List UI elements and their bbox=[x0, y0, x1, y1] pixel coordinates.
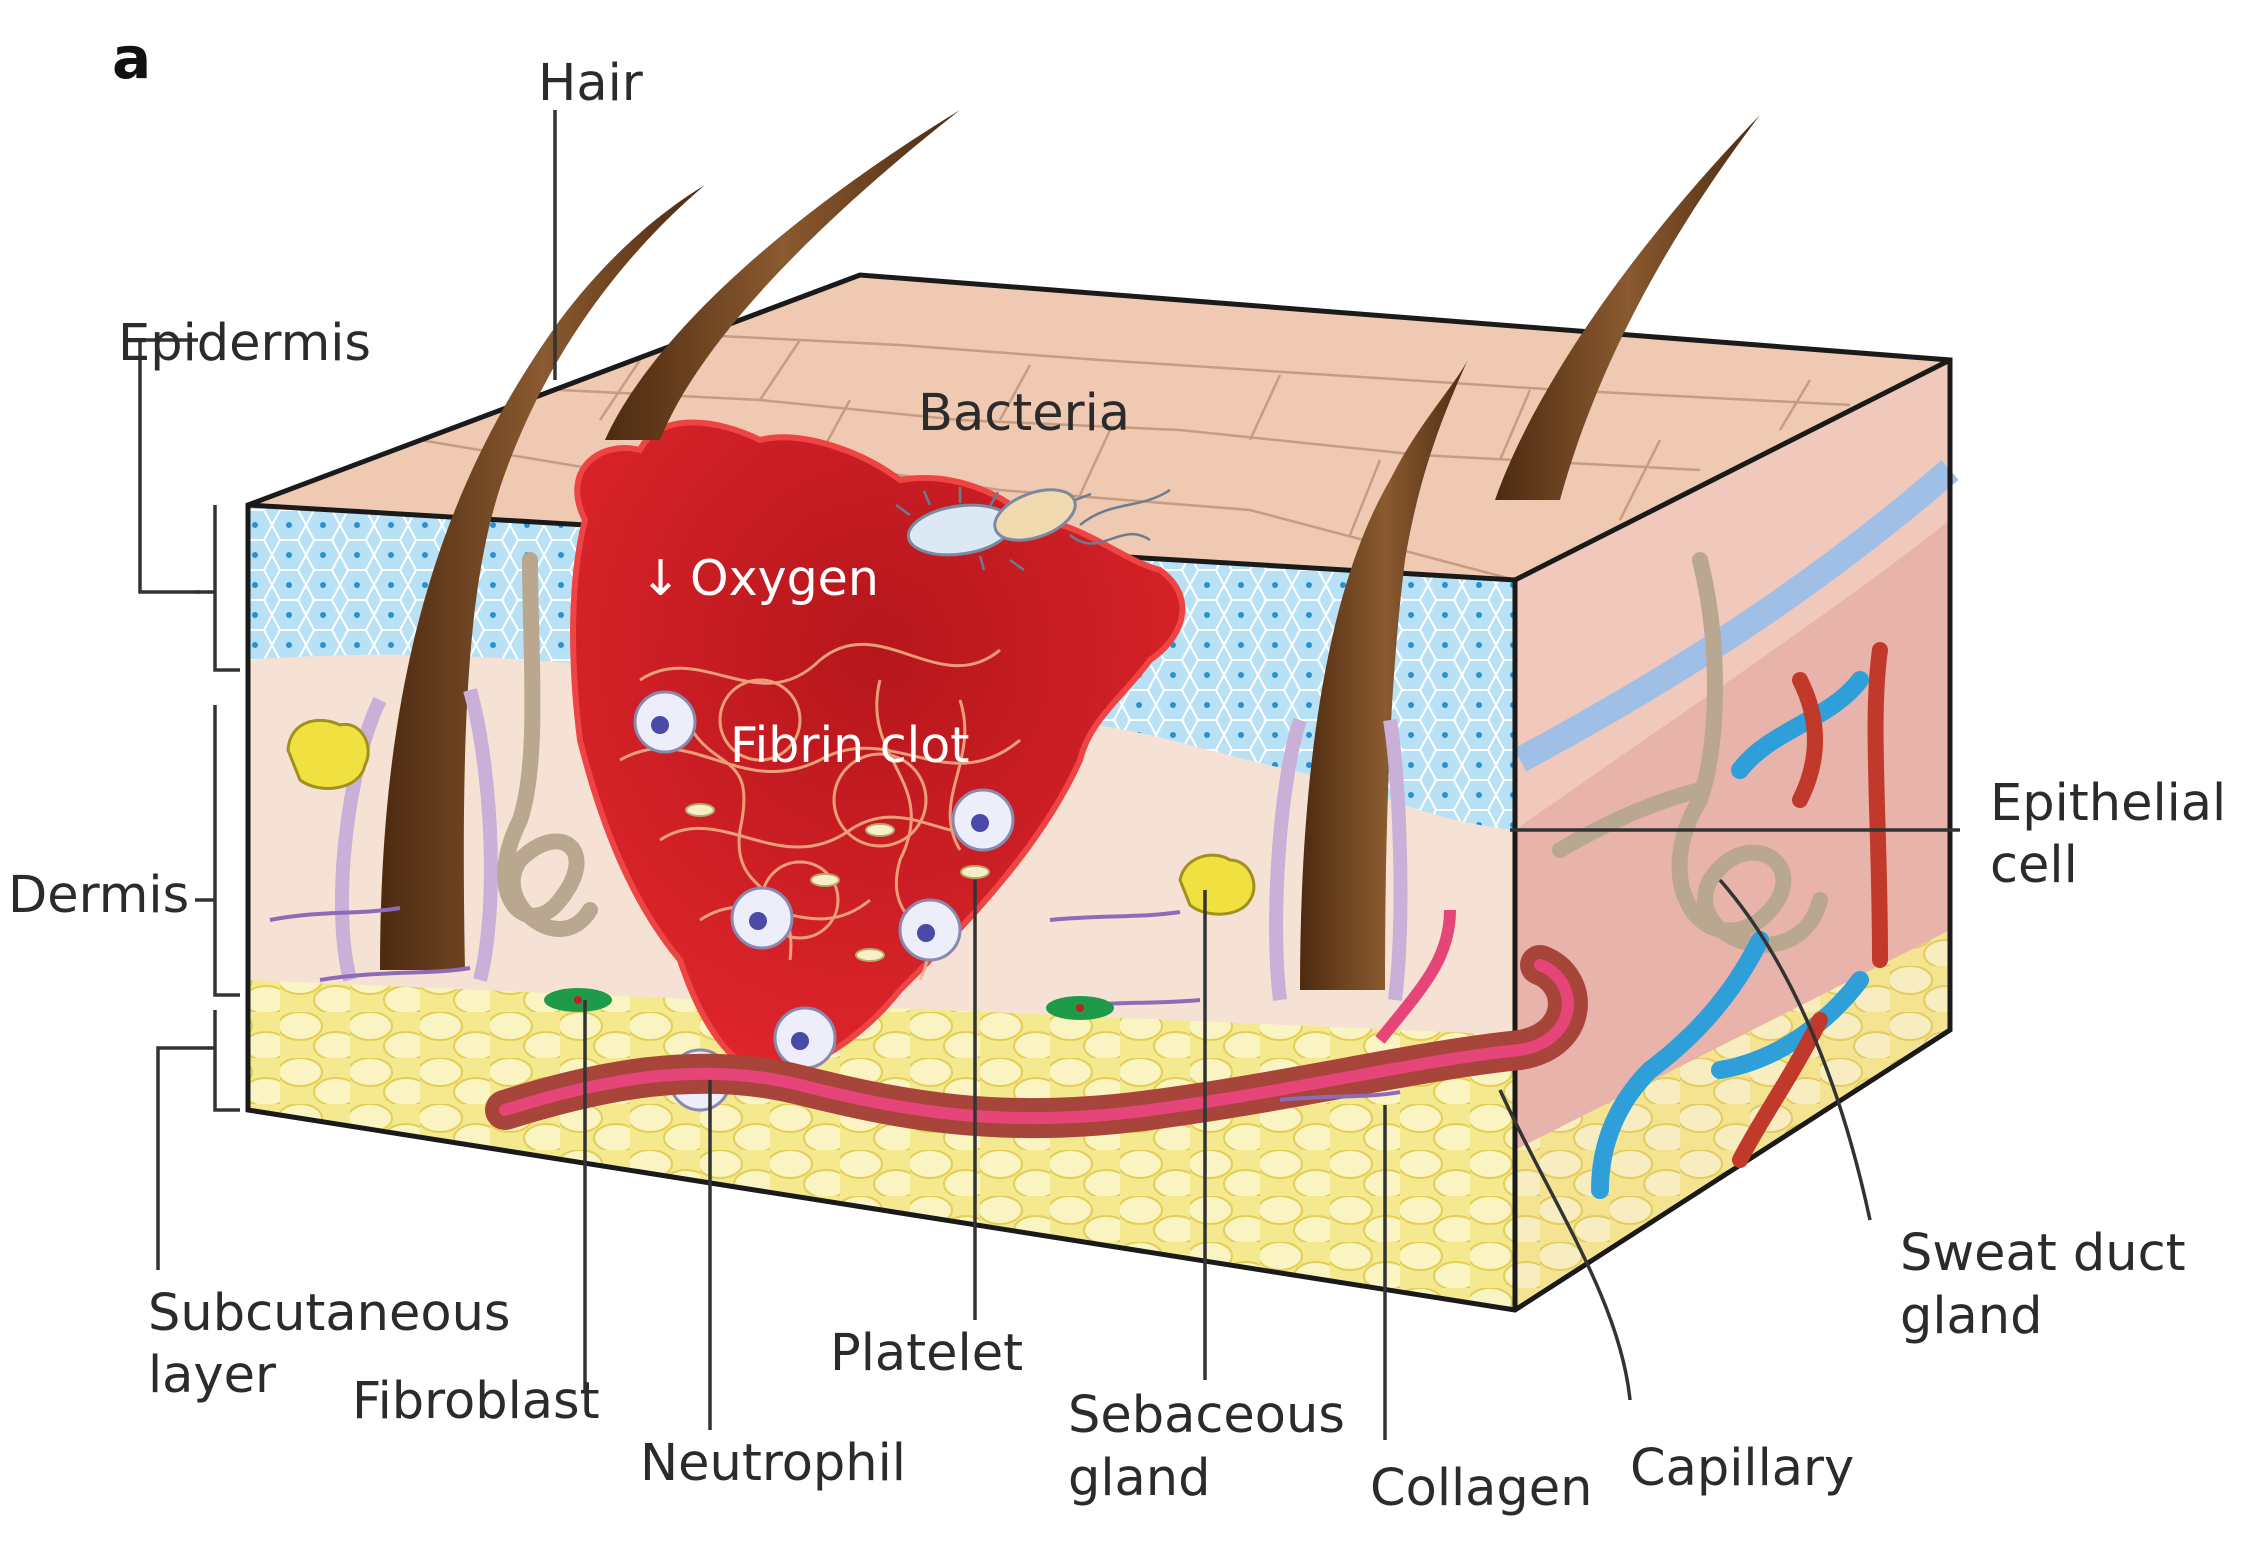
label-epithelial-2: cell bbox=[1990, 836, 2078, 895]
surface-cell-outlines bbox=[419, 333, 1851, 582]
label-hair: Hair bbox=[538, 54, 643, 113]
label-neutrophil: Neutrophil bbox=[640, 1434, 906, 1493]
label-sweat-1: Sweat duct bbox=[1900, 1224, 2186, 1283]
labels: Hair Epidermis Dermis Subcutaneous layer… bbox=[8, 54, 2226, 1518]
label-sebaceous-2: gland bbox=[1068, 1449, 1211, 1508]
hair-follicles bbox=[334, 110, 1760, 1001]
neutrophil bbox=[773, 1006, 837, 1070]
neutrophil-cells bbox=[633, 690, 1015, 1112]
leader-lines bbox=[138, 110, 1960, 1440]
label-fibrin-clot: Fibrin clot bbox=[730, 717, 969, 774]
label-subcutaneous-2: layer bbox=[148, 1346, 276, 1405]
neutrophil bbox=[951, 788, 1015, 852]
platelets bbox=[685, 803, 990, 962]
label-platelet: Platelet bbox=[830, 1324, 1023, 1383]
sweat-glands bbox=[497, 552, 1828, 953]
label-fibroblast: Fibroblast bbox=[352, 1372, 600, 1431]
label-bacteria: Bacteria bbox=[918, 384, 1130, 443]
hair-shaft bbox=[380, 185, 705, 970]
bacteria-cluster bbox=[895, 487, 1171, 572]
label-epidermis: Epidermis bbox=[118, 314, 371, 373]
label-sebaceous-1: Sebaceous bbox=[1068, 1386, 1345, 1445]
label-dermis: Dermis bbox=[8, 866, 189, 925]
label-capillary: Capillary bbox=[1630, 1439, 1854, 1498]
label-epithelial-1: Epithelial bbox=[1990, 774, 2226, 833]
panel-letter: a bbox=[112, 24, 151, 92]
fibroblast-cells bbox=[544, 988, 1114, 1020]
neutrophil bbox=[898, 898, 962, 962]
label-subcutaneous-1: Subcutaneous bbox=[148, 1284, 510, 1343]
label-sweat-2: gland bbox=[1900, 1287, 2043, 1346]
neutrophil bbox=[633, 690, 697, 754]
side-vessels bbox=[1591, 642, 1888, 1199]
sebaceous-glands bbox=[286, 718, 1256, 916]
label-oxygen-arrow: ↓ bbox=[640, 550, 681, 607]
neutrophil bbox=[730, 886, 794, 950]
label-oxygen: Oxygen bbox=[690, 550, 879, 607]
label-collagen: Collagen bbox=[1370, 1459, 1592, 1518]
hair-shaft bbox=[1300, 355, 1470, 990]
